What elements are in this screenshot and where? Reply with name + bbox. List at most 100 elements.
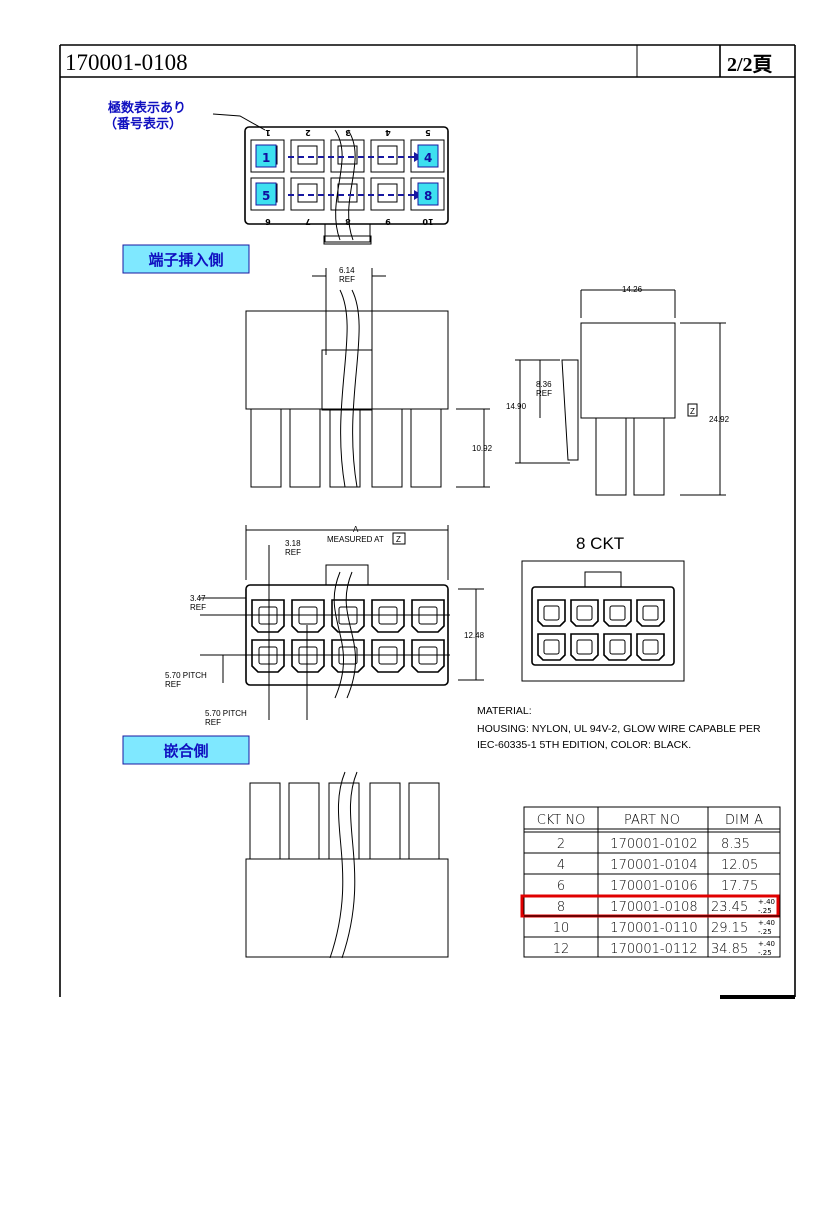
datum-z: Z — [690, 407, 695, 416]
dim-8-36: 8.36 — [536, 380, 552, 389]
housing-number: 8 — [345, 217, 351, 226]
cell-part-no: 170001-0110 — [610, 921, 697, 936]
cavity — [251, 599, 285, 633]
cavity — [291, 639, 325, 673]
cell-dim-a: 17.75 — [721, 879, 758, 894]
cell-dim-a: 23.45 — [711, 900, 748, 915]
pin-markers: 1 4 5 8 — [255, 144, 439, 206]
table-row: 8 170001-0108 23.45 +.40-.25 — [524, 894, 780, 915]
cavity-inner — [377, 183, 398, 203]
dim-10-92: 10.92 — [472, 444, 493, 453]
pin-label-5: 5 — [262, 189, 270, 203]
material-line2: IEC-60335-1 5TH EDITION, COLOR: BLACK. — [477, 739, 691, 751]
cavity — [251, 639, 285, 673]
cavity — [537, 633, 566, 661]
cavity — [371, 639, 405, 673]
svg-text:端子挿入側: 端子挿入側 — [148, 251, 223, 269]
sheet-frame — [59, 44, 796, 999]
page-number: 2/2頁 — [727, 54, 773, 76]
dim-8-36-ref: REF — [536, 389, 552, 398]
dim-3-18: 3.18 — [285, 539, 301, 548]
cell-part-no: 170001-0108 — [610, 900, 697, 915]
datum-z-2: Z — [396, 535, 401, 544]
dim-pitch-vertical-ref: REF — [165, 680, 181, 689]
measured-at: MEASURED AT — [327, 535, 384, 544]
header-part-no: PART NO — [624, 813, 680, 828]
cavity-inner — [297, 145, 318, 165]
cavity — [570, 633, 599, 661]
cavity-inner — [642, 639, 659, 655]
tolerance-minus: -.25 — [758, 907, 772, 915]
dim-6-14: 6.14 — [339, 266, 355, 275]
tolerance-minus: -.25 — [758, 928, 772, 936]
cavity — [411, 599, 445, 633]
housing-number: 3 — [345, 128, 351, 137]
cell-ckt-no: 10 — [553, 921, 570, 936]
circuit-label: 8 CKT — [576, 534, 624, 553]
cavity — [250, 177, 285, 211]
side-view — [515, 289, 726, 496]
cavity-inner — [576, 639, 593, 655]
header-ckt-no: CKT NO — [537, 813, 586, 828]
cavity — [570, 599, 599, 627]
dim-3-18-ref: REF — [285, 548, 301, 557]
cavity-inner — [642, 605, 659, 621]
dim-pitch-vertical: 5.70 PITCH — [165, 671, 207, 680]
cavity — [603, 633, 632, 661]
dim-pitch-horizontal-ref: REF — [205, 718, 221, 727]
cavity-inner — [377, 145, 398, 165]
cavity — [291, 599, 325, 633]
cell-part-no: 170001-0106 — [610, 879, 697, 894]
dim-3-47-ref: REF — [190, 603, 206, 612]
polarity-note-line2: （番号表示） — [104, 116, 182, 132]
dim-3-47: 3.47 — [190, 594, 206, 603]
tolerance-plus: +.40 — [758, 898, 775, 906]
housing-number: 6 — [265, 217, 271, 226]
leader-line — [212, 113, 266, 131]
cavity-inner — [609, 639, 626, 655]
cavity-inner — [337, 145, 358, 165]
cavity — [411, 639, 445, 673]
cavity — [371, 599, 405, 633]
pin-label-1: 1 — [262, 151, 270, 165]
cavity — [537, 599, 566, 627]
housing-number: 4 — [385, 128, 391, 137]
cavity-inner — [576, 605, 593, 621]
cavity — [250, 139, 285, 173]
title-part-number: 170001-0108 — [65, 50, 188, 75]
housing-number: 7 — [305, 217, 311, 226]
housing-number: 1 — [265, 128, 271, 137]
housing-number: 9 — [385, 217, 391, 226]
cell-ckt-no: 2 — [557, 837, 565, 852]
cavity — [603, 599, 632, 627]
dim-a: A — [353, 525, 359, 534]
cavity — [331, 599, 365, 633]
cavity-inner — [297, 183, 318, 203]
mating-face-view — [200, 525, 484, 720]
cell-ckt-no: 8 — [557, 900, 565, 915]
cavity — [331, 639, 365, 673]
cavity-inner — [337, 183, 358, 203]
cavity — [636, 599, 665, 627]
mating-side-label: 嵌合側 — [122, 735, 250, 765]
dim-14-90: 14.90 — [506, 402, 527, 411]
cell-ckt-no: 4 — [557, 858, 565, 873]
cavity — [636, 633, 665, 661]
tolerance-plus: +.40 — [758, 940, 775, 948]
material-title: MATERIAL: — [477, 705, 532, 717]
cavity-inner — [543, 605, 560, 621]
dim-pitch-horizontal: 5.70 PITCH — [205, 709, 247, 718]
cavity-inner — [609, 605, 626, 621]
cell-part-no: 170001-0104 — [610, 858, 697, 873]
svg-text:嵌合側: 嵌合側 — [163, 742, 208, 760]
top-view-housing — [244, 126, 449, 245]
eight-circuit-view — [521, 560, 685, 682]
tolerance-minus: -.25 — [758, 949, 772, 957]
cell-dim-a: 29.15 — [711, 921, 748, 936]
cell-dim-a: 34.85 — [711, 942, 748, 957]
